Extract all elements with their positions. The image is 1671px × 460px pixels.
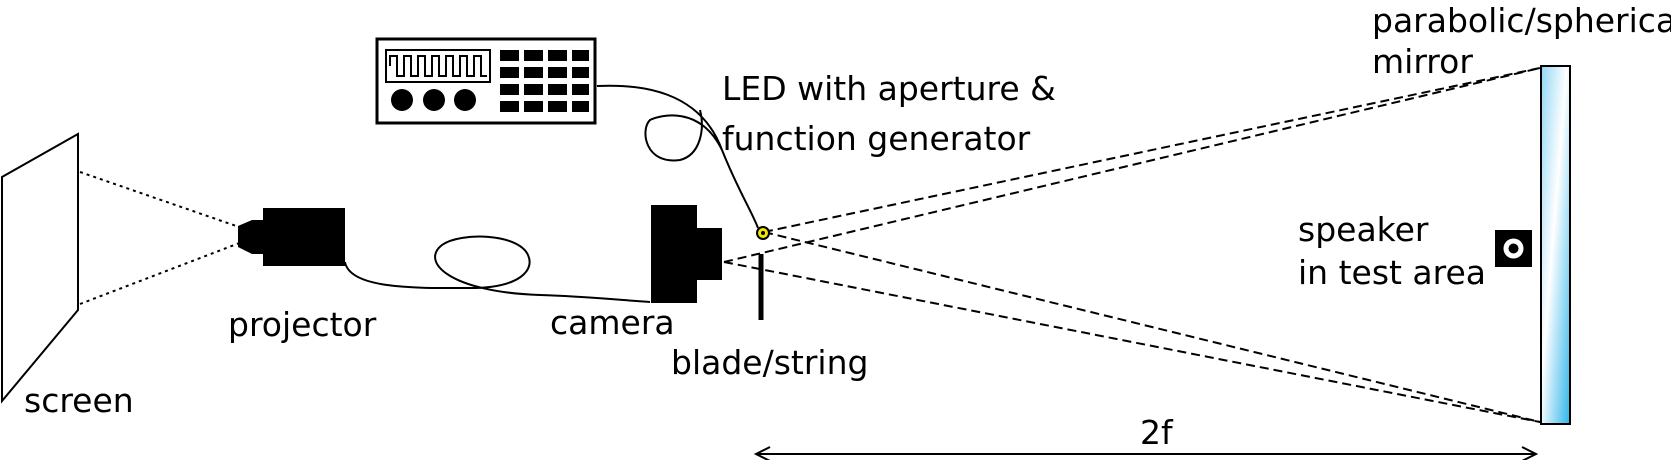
- projector-icon: [238, 208, 345, 266]
- projector-label: projector: [228, 305, 377, 344]
- blade-label: blade/string: [671, 343, 868, 382]
- speaker-icon: [1495, 230, 1532, 267]
- distance-label: 2f: [1140, 413, 1174, 452]
- screen-label: screen: [24, 381, 134, 420]
- screen-panel-icon: [0, 132, 79, 404]
- camera-icon: [651, 205, 722, 303]
- mirror-label-line2: mirror: [1372, 42, 1473, 81]
- mirror-label-line1: parabolic/spherical: [1372, 1, 1671, 40]
- speaker-label-line1: speaker: [1298, 210, 1429, 249]
- function-generator-icon: [375, 37, 597, 125]
- generator-led-cable: [596, 84, 759, 229]
- mirror-icon: [1540, 65, 1571, 425]
- projection-beams: [79, 171, 243, 305]
- led-label-line1: LED with aperture &: [722, 69, 1056, 108]
- camera-label: camera: [550, 303, 675, 342]
- led-icon: [756, 226, 770, 240]
- distance-arrow: [753, 446, 1539, 460]
- speaker-label-line2: in test area: [1298, 253, 1486, 292]
- projector-camera-cable: [344, 235, 651, 303]
- led-label-line2: function generator: [722, 119, 1031, 158]
- light-beams: [723, 67, 1541, 423]
